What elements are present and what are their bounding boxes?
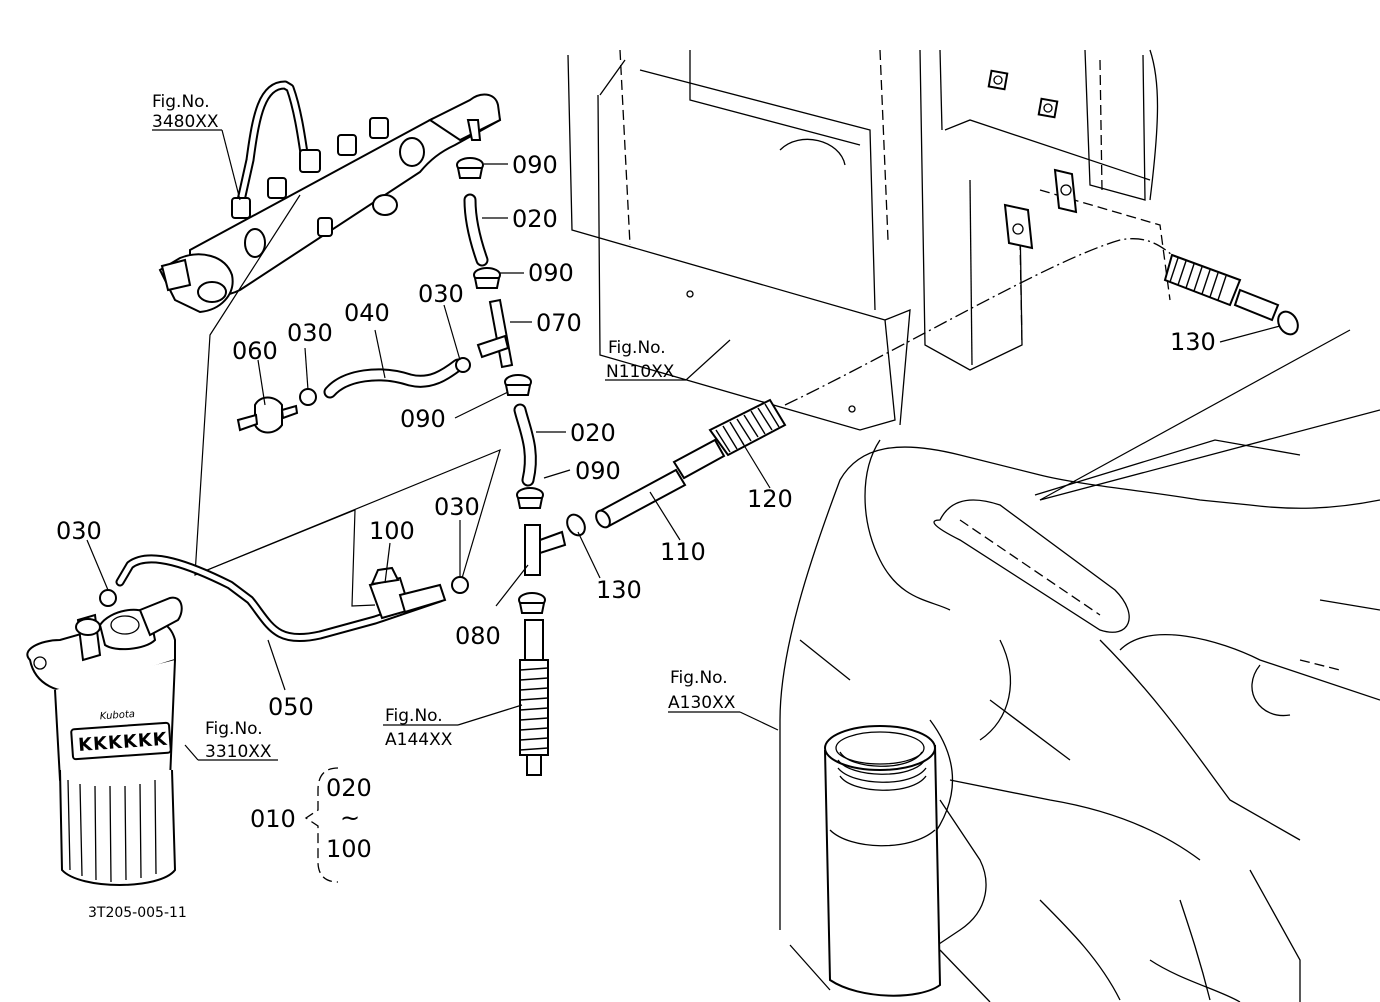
clamp-030-a xyxy=(455,357,471,373)
engine-frame-outline xyxy=(567,49,1171,431)
filler-neck xyxy=(824,725,942,997)
part-label-060: 060 xyxy=(232,337,278,365)
fig-a144-line2: A144XX xyxy=(385,730,453,750)
fuel-pump-100 xyxy=(368,566,447,620)
clamp-090-e xyxy=(518,592,546,614)
clamp-090-c xyxy=(504,374,532,396)
clamp-030-d xyxy=(99,589,117,607)
corrugated-hose-a144 xyxy=(519,619,549,776)
assembly-range-start: 020 xyxy=(326,774,372,802)
fig-3480-line2: 3480XX xyxy=(152,112,219,132)
fig-3310-line2: 3310XX xyxy=(205,742,272,762)
tee-joint-080 xyxy=(524,524,567,576)
part-label-030: 030 xyxy=(56,517,102,545)
clamp-030-c xyxy=(451,576,469,594)
clamp-130-right xyxy=(1277,310,1299,336)
tee-joint-070 xyxy=(476,298,514,369)
pipe-050 xyxy=(115,554,445,643)
part-label-070: 070 xyxy=(536,309,582,337)
part-label-080: 080 xyxy=(455,622,501,650)
part-label-110: 110 xyxy=(660,538,706,566)
part-label-100: 100 xyxy=(369,517,415,545)
part-label-130: 130 xyxy=(1170,328,1216,356)
corrugated-hose-130-right xyxy=(1163,253,1280,322)
clamp-090-a xyxy=(456,157,484,179)
drawing-code: 3T205-005-11 xyxy=(88,905,187,921)
part-label-030: 030 xyxy=(287,319,333,347)
filter-brand-logo: Kubota xyxy=(99,709,135,722)
figure-reference-labels: Fig.No. 3480XX Fig.No. N110XX Fig.No. 33… xyxy=(152,92,736,762)
part-label-120: 120 xyxy=(747,485,793,513)
assembly-range-separator: ~ xyxy=(340,804,360,832)
part-label-090: 090 xyxy=(400,405,446,433)
clamp-090-d xyxy=(516,487,544,509)
clamp-130 xyxy=(566,513,586,537)
fuel-tank-outline xyxy=(779,409,1380,1002)
leader-lines xyxy=(86,129,1281,761)
reference-frames xyxy=(194,194,1351,607)
hose-020-lower xyxy=(513,403,537,487)
fig-3480-line1: Fig.No. xyxy=(152,92,210,112)
assembly-brace xyxy=(304,767,339,883)
part-number-labels: 090 020 090 030 070 040 030 060 090 020 … xyxy=(56,151,1216,721)
clamp-090-b xyxy=(473,267,501,289)
corrugated-hose-120 xyxy=(708,398,787,457)
fig-a144-line1: Fig.No. xyxy=(385,706,443,726)
fig-n110-line2: N110XX xyxy=(606,362,675,382)
part-label-090: 090 xyxy=(528,259,574,287)
part-label-050: 050 xyxy=(268,693,314,721)
fuel-filter: Kubota KKKKKK xyxy=(26,596,183,886)
routing-dashed-line xyxy=(784,238,1173,406)
fig-a130-line1: Fig.No. xyxy=(670,668,728,688)
part-label-090: 090 xyxy=(512,151,558,179)
part-label-020: 020 xyxy=(570,419,616,447)
fig-n110-line1: Fig.No. xyxy=(608,338,666,358)
assembly-number: 010 xyxy=(250,805,296,833)
part-label-040: 040 xyxy=(344,299,390,327)
part-label-030: 030 xyxy=(434,493,480,521)
hose-110 xyxy=(595,438,726,529)
part-label-020: 020 xyxy=(512,205,558,233)
clamp-030-b xyxy=(299,388,317,406)
assembly-label: 010 020 ~ 100 xyxy=(250,774,372,863)
part-label-130: 130 xyxy=(596,576,642,604)
assembly-range-end: 100 xyxy=(326,835,372,863)
hose-040 xyxy=(323,358,465,399)
part-label-090: 090 xyxy=(575,457,621,485)
fig-3310-line1: Fig.No. xyxy=(205,719,263,739)
part-label-030: 030 xyxy=(418,280,464,308)
fig-a130-line2: A130XX xyxy=(668,693,736,713)
hose-020-upper xyxy=(463,193,489,267)
check-valve-060 xyxy=(236,396,299,434)
